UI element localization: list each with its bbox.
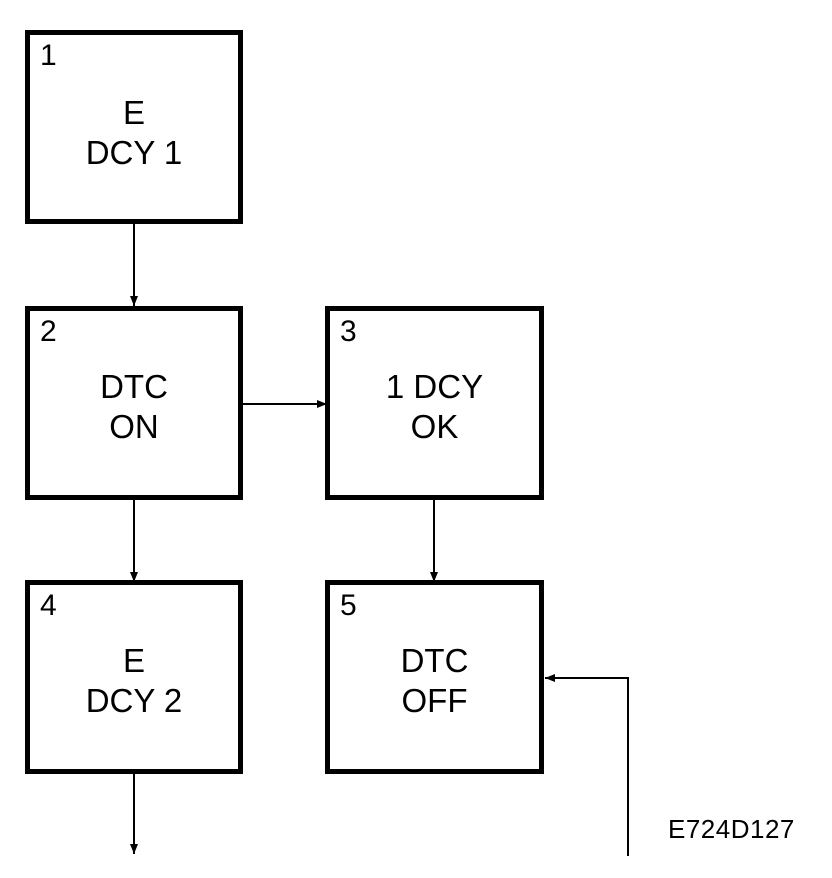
block-3-number: 3: [340, 315, 357, 348]
block-5-number: 5: [340, 589, 357, 622]
block-2-line2: ON: [109, 408, 159, 445]
block-5: 5 DTC OFF: [325, 580, 544, 774]
block-1-number: 1: [40, 39, 57, 72]
block-4-line2: DCY 2: [85, 682, 183, 719]
block-4-line1: E: [122, 642, 145, 679]
block-1-line1: E: [122, 94, 145, 131]
block-4-number: 4: [40, 589, 57, 622]
block-3-line2: OK: [410, 408, 459, 445]
block-2-number: 2: [40, 315, 57, 348]
block-5-line2: OFF: [401, 682, 468, 719]
block-3-line1: 1 DCY: [385, 368, 484, 405]
block-1-line2: DCY 1: [85, 134, 183, 171]
block-3: 3 1 DCY OK: [325, 306, 544, 500]
block-2-line1: DTC: [100, 368, 168, 405]
block-1: 1 E DCY 1: [25, 30, 243, 224]
figure-reference-code: E724D127: [668, 814, 795, 844]
block-5-line1: DTC: [400, 642, 469, 679]
block-4: 4 E DCY 2: [25, 580, 243, 774]
block-2: 2 DTC ON: [25, 306, 243, 500]
arrow-external-to-5: [545, 674, 629, 856]
